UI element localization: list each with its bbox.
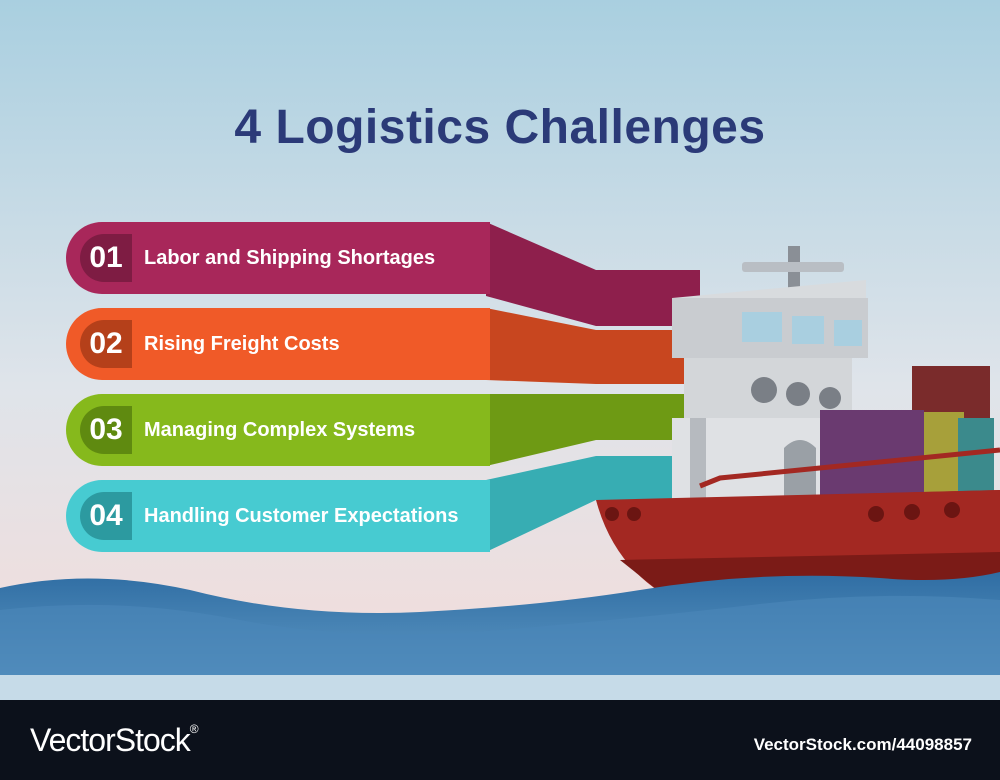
challenge-item-04: 04 Handling Customer Expectations xyxy=(66,480,490,552)
challenge-number: 02 xyxy=(89,327,123,360)
challenge-label: Managing Complex Systems xyxy=(144,418,416,441)
brand-name: VectorStock xyxy=(30,722,191,758)
challenge-number-box xyxy=(80,406,132,454)
image-credit: VectorStock.com/44098857 xyxy=(753,735,972,754)
challenge-number-box xyxy=(80,492,132,540)
challenge-ribbon xyxy=(196,394,490,466)
cargo-ship-illustration xyxy=(596,246,1000,592)
challenge-number-box xyxy=(80,234,132,282)
challenge-item-02: 02 Rising Freight Costs xyxy=(66,308,490,380)
challenge-label: Handling Customer Expectations xyxy=(144,504,459,527)
page-title: 4 Logistics Challenges xyxy=(234,101,766,154)
challenge-item-03: 03 Managing Complex Systems xyxy=(66,394,490,466)
challenge-ribbon xyxy=(196,308,490,380)
challenge-number-box xyxy=(80,320,132,368)
background-scene xyxy=(0,0,1000,700)
brand-logo: VectorStock® xyxy=(30,722,199,759)
challenge-number: 03 xyxy=(89,413,123,446)
challenge-number: 04 xyxy=(89,499,123,532)
challenge-number: 01 xyxy=(89,241,123,274)
challenge-ribbon xyxy=(196,480,490,552)
challenge-label: Rising Freight Costs xyxy=(144,332,340,355)
ribbon-connectors xyxy=(486,222,700,552)
horizon-strip xyxy=(0,675,1000,700)
challenge-ribbon xyxy=(196,222,490,294)
sea-highlight xyxy=(0,595,1000,675)
registered-mark: ® xyxy=(189,722,199,736)
footer-bar xyxy=(0,700,1000,780)
challenge-item-01: 01 Labor and Shipping Shortages xyxy=(66,222,490,294)
challenge-label: Labor and Shipping Shortages xyxy=(144,246,436,269)
